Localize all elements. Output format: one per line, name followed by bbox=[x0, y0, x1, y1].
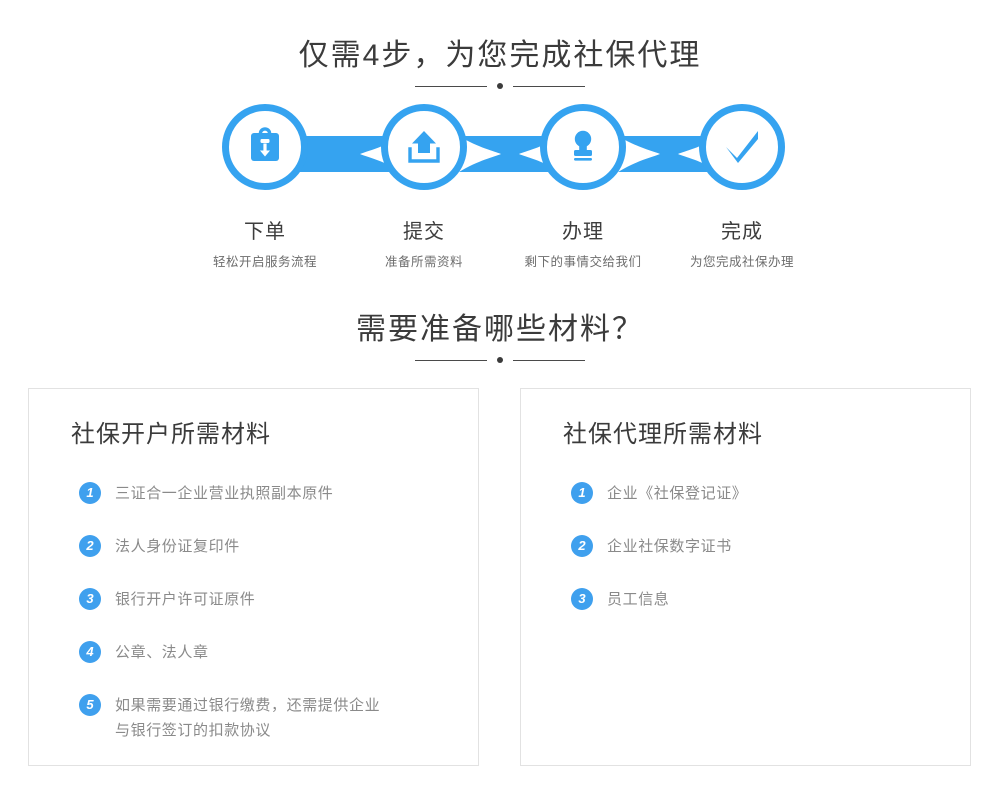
step-label-1: 下单 轻松开启服务流程 bbox=[175, 218, 355, 274]
step-desc-4: 为您完成社保办理 bbox=[689, 255, 794, 269]
item-number-badge: 2 bbox=[571, 535, 593, 557]
heading-divider bbox=[415, 82, 585, 91]
item-number-badge: 3 bbox=[571, 588, 593, 610]
step-name-2: 提交 bbox=[403, 221, 445, 243]
materials-heading-block: 需要准备哪些材料？ bbox=[0, 310, 1000, 365]
heading-divider-2 bbox=[415, 356, 585, 365]
step-connectors bbox=[300, 136, 720, 172]
step-name-4: 完成 bbox=[721, 221, 763, 243]
item-text: 法人身份证复印件 bbox=[115, 538, 240, 555]
upload-tray-icon bbox=[408, 131, 440, 163]
step-label-4: 完成 为您完成社保办理 bbox=[652, 218, 832, 274]
stamp-seal-icon bbox=[574, 130, 592, 161]
step-label-3: 办理 剩下的事情交给我们 bbox=[493, 218, 673, 274]
item-text-line2: 与银行签订的扣款协议 bbox=[115, 722, 272, 739]
item-text: 企业《社保登记证》 bbox=[607, 485, 748, 502]
divider-line-left-2 bbox=[415, 360, 487, 361]
step-circle-2[interactable] bbox=[381, 104, 467, 190]
step-circles-row bbox=[0, 104, 1000, 204]
step-desc-1: 轻松开启服务流程 bbox=[212, 255, 317, 269]
step-name-3: 办理 bbox=[562, 221, 604, 243]
list-item: 5 如果需要通过银行缴费，还需提供企业 与银行签订的扣款协议 bbox=[79, 693, 460, 743]
item-text: 三证合一企业营业执照副本原件 bbox=[115, 485, 334, 502]
steps-heading-title: 仅需4步，为您完成社保代理 bbox=[298, 39, 702, 72]
divider-line-right bbox=[513, 86, 585, 87]
item-number-badge: 1 bbox=[79, 482, 101, 504]
steps-heading-block: 仅需4步，为您完成社保代理 bbox=[0, 36, 1000, 91]
step-label-2: 提交 准备所需资料 bbox=[334, 218, 514, 274]
item-text: 企业社保数字证书 bbox=[607, 538, 732, 555]
step-desc-3: 剩下的事情交给我们 bbox=[524, 255, 642, 269]
divider-dot-2 bbox=[497, 357, 503, 363]
step-circle-4[interactable] bbox=[699, 104, 785, 190]
card-list: 1 三证合一企业营业执照副本原件 2 法人身份证复印件 3 银行开户许可证原件 … bbox=[79, 481, 460, 771]
list-item: 1 三证合一企业营业执照副本原件 bbox=[79, 481, 460, 506]
list-item: 3 员工信息 bbox=[571, 587, 952, 612]
step-circle-3[interactable] bbox=[540, 104, 626, 190]
card-title: 社保代理所需材料 bbox=[563, 421, 763, 448]
item-number-badge: 5 bbox=[79, 694, 101, 716]
divider-line-right-2 bbox=[513, 360, 585, 361]
divider-dot bbox=[497, 83, 503, 89]
item-number-badge: 2 bbox=[79, 535, 101, 557]
item-number-badge: 3 bbox=[79, 588, 101, 610]
step-desc-2: 准备所需资料 bbox=[384, 255, 463, 269]
list-item: 2 企业社保数字证书 bbox=[571, 534, 952, 559]
item-text-multiline: 如果需要通过银行缴费，还需提供企业 与银行签订的扣款协议 bbox=[115, 693, 380, 743]
step-labels-row: 下单 轻松开启服务流程 提交 准备所需资料 办理 剩下的事情交给我们 完成 为您… bbox=[0, 218, 1000, 288]
list-item: 4 公章、法人章 bbox=[79, 640, 460, 665]
item-text: 员工信息 bbox=[607, 591, 670, 608]
divider-line-left bbox=[415, 86, 487, 87]
card-agency-service: 社保代理所需材料 1 企业《社保登记证》 2 企业社保数字证书 3 员工信息 bbox=[520, 388, 971, 766]
item-text-line1: 如果需要通过银行缴费，还需提供企业 bbox=[115, 697, 381, 714]
step-circle-1[interactable] bbox=[222, 104, 308, 190]
clipboard-download-icon bbox=[251, 127, 279, 161]
materials-heading-title: 需要准备哪些材料？ bbox=[356, 313, 644, 346]
item-number-badge: 1 bbox=[571, 482, 593, 504]
list-item: 2 法人身份证复印件 bbox=[79, 534, 460, 559]
list-item: 1 企业《社保登记证》 bbox=[571, 481, 952, 506]
list-item: 3 银行开户许可证原件 bbox=[79, 587, 460, 612]
card-title: 社保开户所需材料 bbox=[71, 421, 271, 448]
item-text: 公章、法人章 bbox=[115, 644, 209, 661]
steps-flow: 下单 轻松开启服务流程 提交 准备所需资料 办理 剩下的事情交给我们 完成 为您… bbox=[0, 104, 1000, 284]
card-list: 1 企业《社保登记证》 2 企业社保数字证书 3 员工信息 bbox=[571, 481, 952, 640]
item-number-badge: 4 bbox=[79, 641, 101, 663]
check-mark-icon bbox=[726, 131, 758, 163]
item-text: 银行开户许可证原件 bbox=[115, 591, 256, 608]
card-account-opening: 社保开户所需材料 1 三证合一企业营业执照副本原件 2 法人身份证复印件 3 银… bbox=[28, 388, 479, 766]
step-name-1: 下单 bbox=[244, 221, 286, 243]
